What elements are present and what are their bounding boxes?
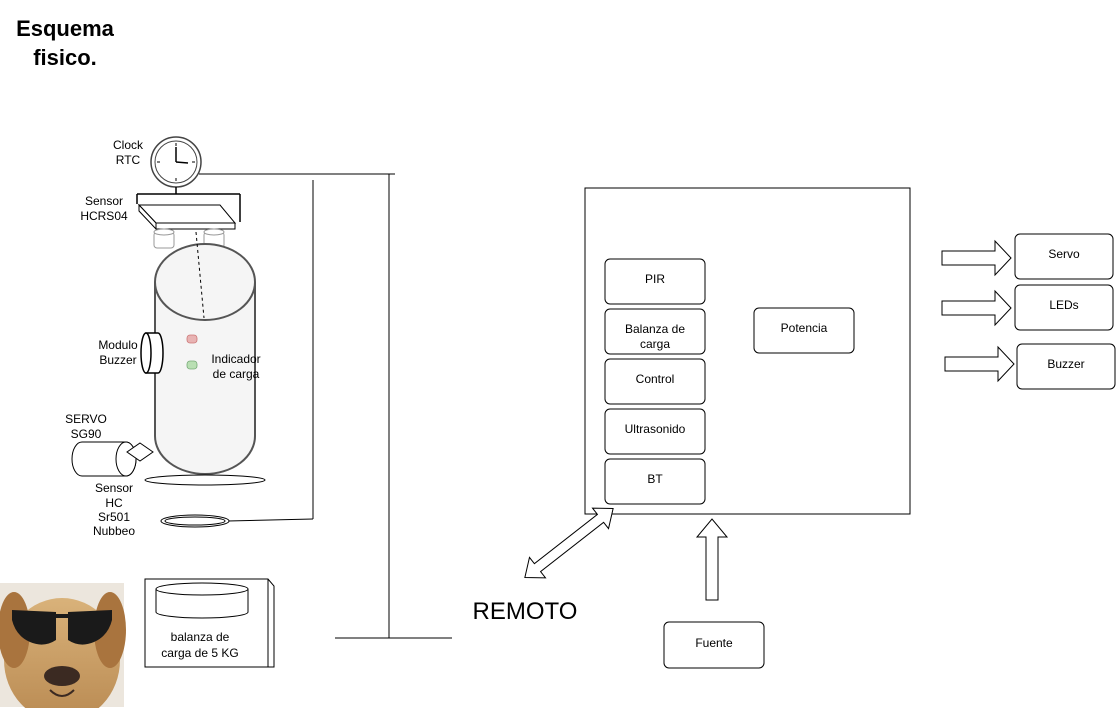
module-balanza-label-2: carga (640, 337, 670, 351)
pir-label-1: Sensor (95, 481, 133, 495)
output-buzzer-box (1016, 343, 1116, 390)
pir-label-4: Nubbeo (93, 524, 135, 538)
hcsr04-label-2: HCRS04 (80, 209, 128, 223)
potencia-box (753, 307, 855, 354)
power-arrow (695, 518, 729, 601)
module-control-label: Control (636, 372, 675, 386)
clock-icon (150, 136, 202, 188)
pir-sensor-ring (160, 514, 230, 528)
module-pir-label: PIR (645, 272, 665, 286)
support-structure (199, 173, 452, 639)
buzzer-label-1: Modulo (98, 338, 138, 352)
scale-label-2: carga de 5 KG (161, 646, 238, 660)
diagram-title-line2: fisico. (33, 45, 97, 70)
remote-link-arrow (524, 507, 614, 579)
output-leds-label: LEDs (1049, 298, 1078, 312)
output-buzzer-label: Buzzer (1047, 357, 1084, 371)
output-servo-box (1014, 233, 1114, 280)
base-plate (144, 474, 266, 486)
container-tank (154, 231, 256, 475)
module-ultrasonido-label: Ultrasonido (625, 422, 686, 436)
clock-label-1: Clock (113, 138, 144, 152)
fuente-box (663, 621, 765, 669)
output-servo-label: Servo (1048, 247, 1080, 261)
weight-scale-icon (144, 578, 275, 668)
buzzer-module-icon (140, 332, 164, 374)
controller-modules: PIR Balanza de carga Control Ultrasonido… (604, 258, 855, 505)
pir-label-2: HC (105, 496, 123, 510)
module-control-box (604, 358, 706, 405)
module-balanza-label-1: Balanza de (625, 322, 685, 336)
module-ultrasonido-box (604, 408, 706, 455)
arrow-to-leds (941, 289, 1012, 327)
fuente-label: Fuente (695, 636, 733, 650)
module-bt-box (604, 458, 706, 505)
arrow-to-buzzer (944, 345, 1015, 383)
sensor-bracket (136, 187, 241, 222)
hcsr04-label-1: Sensor (85, 194, 123, 208)
potencia-label: Potencia (781, 321, 828, 335)
remote-label: REMOTO (473, 598, 578, 625)
module-pir-box (604, 258, 706, 305)
servo-label-1: SERVO (65, 412, 107, 426)
indicator-label-2: de carga (213, 367, 260, 381)
clock-label-2: RTC (116, 153, 141, 167)
buzzer-label-2: Buzzer (99, 353, 136, 367)
ultrasonic-sensor-icon (137, 203, 237, 249)
module-balanza-box (604, 308, 706, 355)
servo-motor-icon (71, 441, 154, 477)
dog-photo-image (0, 583, 126, 708)
servo-label-2: SG90 (71, 427, 102, 441)
charge-indicator-leds (186, 334, 198, 370)
module-bt-label: BT (647, 472, 663, 486)
scale-label-1: balanza de (171, 630, 230, 644)
diagram-title-line1: Esquema (16, 16, 115, 41)
output-arrows (941, 239, 1015, 383)
indicator-label-1: Indicador (211, 352, 260, 366)
output-leds-box (1014, 284, 1114, 331)
arrow-to-servo (941, 239, 1012, 277)
pir-label-3: Sr501 (98, 510, 130, 524)
